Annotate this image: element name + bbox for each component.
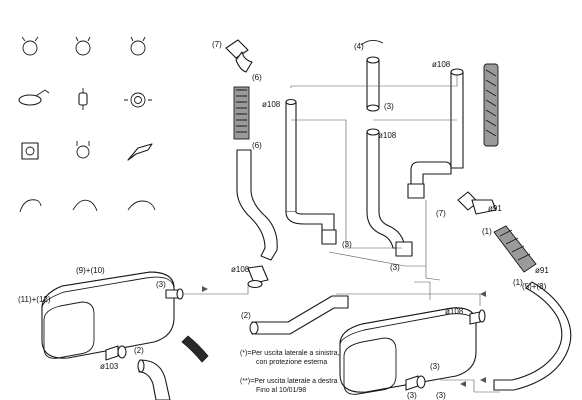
middle-pipe-top [360,40,384,112]
note-left-exit: (*)=Per uscita laterale a sinistra, [240,350,339,357]
front-pipe-left [225,39,278,289]
hanger-hook-icon [72,199,98,212]
hanger-hook-icon [19,199,42,213]
label-gasket-6: (6) [252,73,262,82]
rubber-hanger-icon [78,88,88,110]
hardware-parts-grid [18,36,156,213]
label-part-7: (7) [436,209,446,218]
label-diameter-108: ø108 [445,307,464,316]
label-part-1: (1) [482,227,492,236]
tailpipe-middle [249,295,349,335]
label-diameter-91: ø91 [488,204,502,213]
flex-bellows [233,86,250,140]
label-clamp-7: (7) [212,40,222,49]
label-part-3: (3) [390,263,400,272]
middle-pipe-left [285,98,337,245]
front-pipe-right [457,191,572,391]
ring-clamp-icon [21,36,39,56]
label-part-3: (3) [436,391,446,400]
label-part-1: (1) [513,278,523,287]
label-part-11-12: (11)+(12) [18,295,51,304]
label-diameter-108: ø108 [378,131,397,140]
label-diameter-91: ø91 [535,266,549,275]
label-part-2: (2) [134,346,144,355]
bracket-icon [127,143,153,161]
flex-bellows [493,225,537,273]
muffler-left [41,271,184,361]
label-part-3: (3) [430,362,440,371]
note-left-exit-detail: con protezione esterna [256,359,327,366]
label-part-3: (3) [407,391,417,400]
label-part-3: (3) [156,280,166,289]
ring-gasket-icon [124,92,152,108]
flange-plate-icon [21,142,39,160]
u-bolt-clamp-icon [76,141,90,159]
middle-pipe-right [407,68,464,199]
note-right-exit: (**)=Per uscita laterale a destra [240,378,338,385]
label-part-2: (2) [241,311,251,320]
label-part-3: (3) [342,240,352,249]
ring-clamp-icon [130,36,146,56]
hanger-hook-icon [127,200,156,211]
flange-gasket-icon [225,39,249,59]
middle-pipe-center [366,128,413,257]
label-part-5-8: (5)+(8) [522,282,547,291]
label-diameter-103: ø103 [100,362,119,371]
mesh-sleeve [483,63,499,147]
ring-clamp-icon [75,36,91,56]
label-diameter-108: ø108 [432,60,451,69]
label-gasket-6: (6) [252,141,262,150]
label-part-4: (4) [354,42,364,51]
assembly-guide-lines [182,74,500,393]
flex-hose-dark [181,335,209,363]
clamp-icon [360,40,384,46]
notes-block: (*)=Per uscita laterale a sinistra, con … [240,350,339,394]
label-diameter-108: ø108 [231,265,250,274]
heat-shield-plate-icon [18,89,50,106]
label-part-9-10: (9)+(10) [76,266,105,275]
note-right-exit-date: Fino al 10/01/98 [256,387,306,394]
label-part-3: (3) [384,102,394,111]
tailpipe-bottom-left [137,359,171,400]
muffler-right [339,307,486,395]
label-diameter-108: ø108 [262,100,281,109]
